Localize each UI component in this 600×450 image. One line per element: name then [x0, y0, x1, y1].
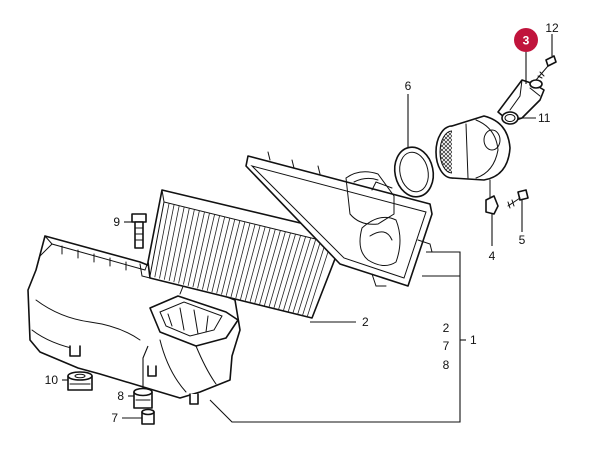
callout-part-12: 12	[545, 21, 559, 35]
callout-part-6: 6	[405, 79, 412, 93]
callout-group-part-7: 7	[443, 339, 450, 353]
filter-pleat	[183, 210, 200, 285]
bolt-part-5	[507, 189, 529, 209]
callout-part-7: 7	[111, 411, 118, 425]
callout-labels: 3 12 11 6 4 5 9 2 2 7 8 1 10 8 7	[45, 21, 559, 425]
leader-lines	[62, 34, 553, 423]
filter-pleat	[278, 235, 301, 310]
callout-part-2: 2	[362, 315, 369, 329]
callout-part-4: 4	[489, 249, 496, 263]
filter-pleat	[264, 231, 286, 306]
filter-pleat	[249, 227, 271, 303]
callout-part-10: 10	[45, 373, 59, 387]
filter-pleat	[259, 230, 281, 305]
callout-part-11: 11	[538, 111, 551, 125]
filter-pleat	[154, 203, 170, 278]
filter-pleat	[273, 233, 296, 309]
filter-pleat	[206, 216, 226, 291]
upper-housing-cover	[245, 151, 433, 287]
filter-pleat	[235, 224, 256, 299]
callout-part-3: 3	[523, 34, 530, 48]
callout-part-8: 8	[117, 389, 124, 403]
filter-pleat	[202, 215, 220, 290]
small-o-ring	[501, 111, 519, 125]
sleeve-part-7	[141, 408, 155, 425]
filter-pleat	[168, 206, 185, 281]
filter-pleat	[292, 238, 317, 314]
callout-part-5: 5	[519, 233, 526, 247]
filter-pleat	[178, 209, 195, 284]
filter-pleat	[268, 232, 291, 308]
filter-pleat	[297, 240, 322, 315]
filter-pleat	[254, 229, 276, 304]
screw-part-12	[535, 55, 557, 81]
callout-group-part-8: 8	[443, 358, 450, 372]
filter-pleat	[187, 211, 205, 286]
callout-part-1: 1	[470, 333, 477, 347]
filter-pleats	[154, 203, 332, 317]
filter-pleat	[211, 218, 231, 293]
filter-pleat	[283, 236, 306, 311]
filter-pleat	[225, 221, 246, 296]
filter-pleat	[302, 241, 327, 316]
air-filter-element	[147, 189, 341, 319]
filter-pleat	[197, 214, 215, 289]
filter-pleat	[173, 208, 190, 283]
grommet-part-8	[133, 387, 153, 409]
filter-pleat	[306, 242, 332, 317]
long-bolt-part-9	[131, 213, 147, 249]
filter-pleat	[240, 225, 261, 300]
filter-pleat	[192, 213, 210, 288]
filter-pleat	[163, 205, 180, 280]
mass-air-flow-sensor	[435, 79, 545, 181]
o-ring-seal	[393, 146, 435, 198]
filter-pleat	[159, 204, 175, 279]
filter-pleat	[244, 226, 266, 301]
filter-pleat	[287, 237, 312, 312]
bracket-clip	[485, 179, 499, 215]
rubber-buffer-part-10	[67, 371, 93, 391]
callout-group-part-2: 2	[443, 321, 450, 335]
lower-filter-housing	[27, 235, 241, 405]
highlight-badge-part-3	[514, 28, 538, 52]
filter-pleat	[216, 219, 236, 294]
filter-pleat	[221, 220, 241, 295]
filter-pleat	[230, 222, 251, 298]
callout-part-9: 9	[113, 215, 120, 229]
